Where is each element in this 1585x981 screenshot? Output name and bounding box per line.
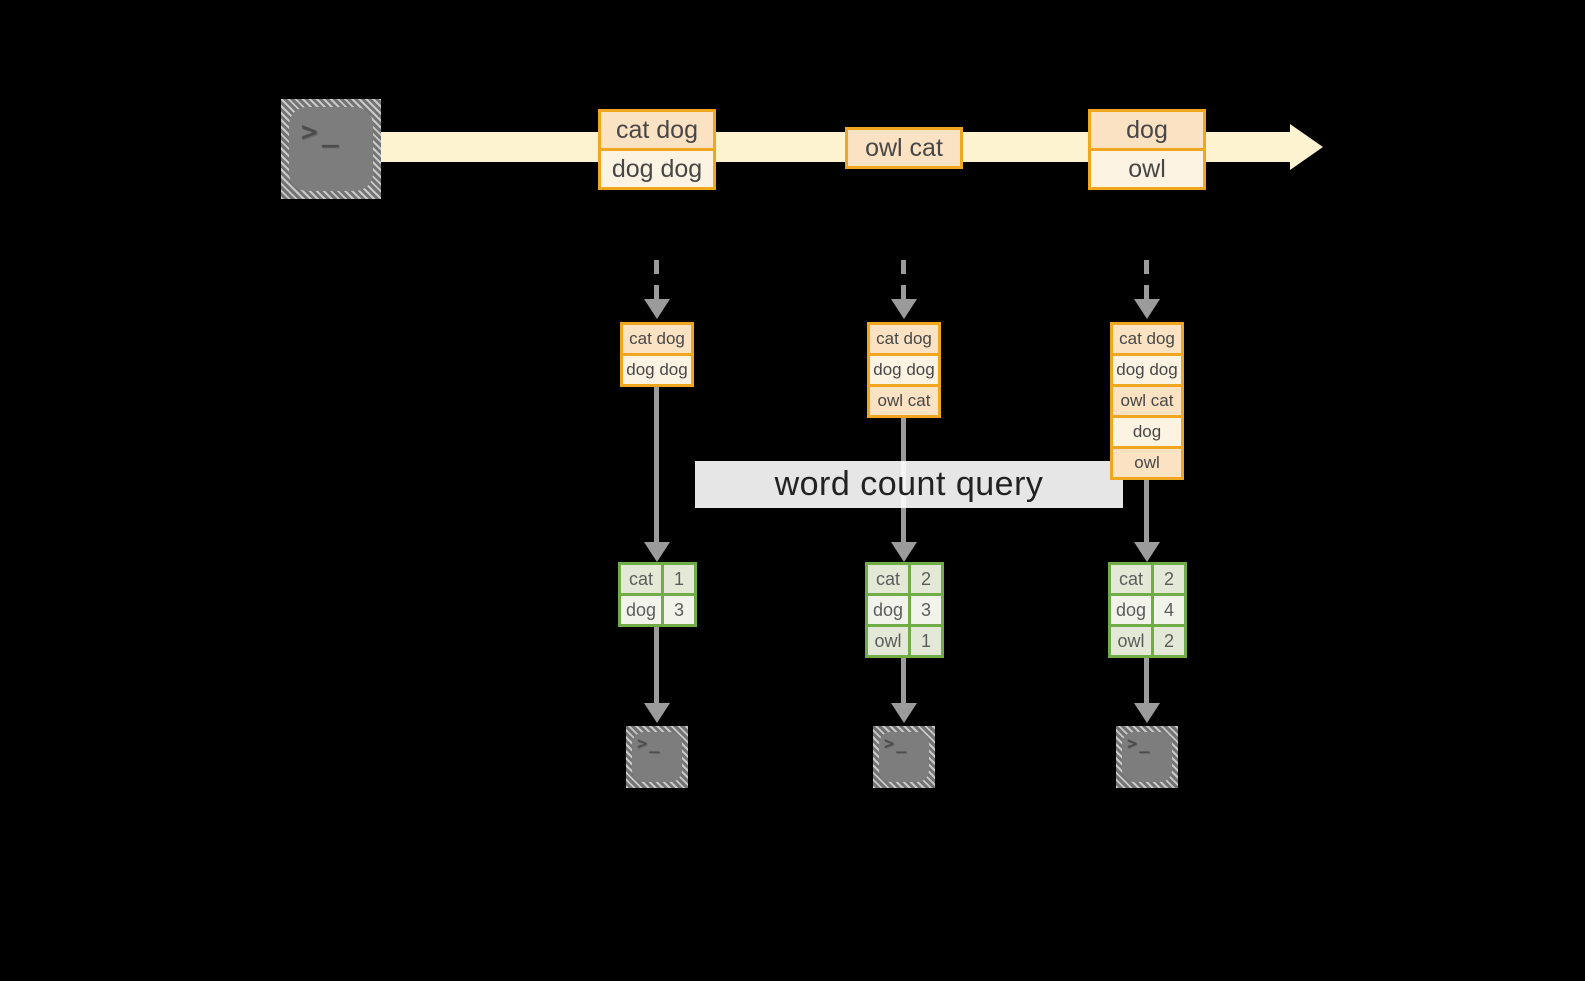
count-cell: 2	[1154, 627, 1184, 655]
dashed-arrow-line	[1144, 260, 1149, 300]
word-cell: dog	[868, 596, 908, 624]
word-cell: owl	[868, 627, 908, 655]
arrow-head-icon	[891, 703, 917, 723]
count-cell: 2	[1154, 565, 1184, 593]
event-line: dog	[1091, 112, 1203, 148]
stream-event-3: dog owl	[1088, 109, 1206, 190]
word-cell: owl	[1111, 627, 1151, 655]
buffer-stack-1: cat dog dog dog	[620, 322, 694, 387]
count-cell: 4	[1154, 596, 1184, 624]
query-banner: word count query	[695, 461, 1123, 508]
buffer-item: dog dog	[1113, 356, 1181, 384]
terminal-body	[879, 732, 929, 782]
event-line: owl cat	[848, 130, 960, 166]
prompt-icon: >_	[1127, 734, 1152, 754]
buffer-item: owl cat	[1113, 387, 1181, 415]
prompt-icon: >_	[637, 734, 662, 754]
word-cell: cat	[1111, 565, 1151, 593]
terminal-sink-2-icon: >_	[873, 726, 935, 788]
buffer-item: owl	[1113, 449, 1181, 477]
terminal-body	[1122, 732, 1172, 782]
terminal-sink-1-icon: >_	[626, 726, 688, 788]
event-line: dog dog	[601, 151, 713, 187]
stream-event-2: owl cat	[845, 127, 963, 169]
arrow-head-icon	[1134, 703, 1160, 723]
count-cell: 3	[911, 596, 941, 624]
word-cell: cat	[621, 565, 661, 593]
terminal-sink-3-icon: >_	[1116, 726, 1178, 788]
event-line: owl	[1091, 151, 1203, 187]
buffer-stack-2: cat dog dog dog owl cat	[867, 322, 941, 418]
prompt-icon: >_	[301, 115, 343, 148]
count-cell: 2	[911, 565, 941, 593]
arrow-head-icon	[644, 703, 670, 723]
count-cell: 1	[664, 565, 694, 593]
buffer-item: cat dog	[1113, 325, 1181, 353]
arrow-head-icon	[644, 542, 670, 562]
word-cell: dog	[621, 596, 661, 624]
dashed-arrow-line	[901, 260, 906, 300]
count-cell: 3	[664, 596, 694, 624]
dashed-arrow-line	[654, 260, 659, 300]
stream-arrow-head-icon	[1290, 124, 1323, 170]
buffer-stack-3: cat dog dog dog owl cat dog owl	[1110, 322, 1184, 480]
terminal-body	[289, 107, 373, 191]
buffer-item: dog	[1113, 418, 1181, 446]
word-cell: cat	[868, 565, 908, 593]
event-line: cat dog	[601, 112, 713, 148]
query-arrow-line	[1144, 480, 1149, 543]
output-arrow-line	[901, 658, 906, 704]
arrow-head-icon	[1134, 299, 1160, 319]
terminal-body	[632, 732, 682, 782]
buffer-item: dog dog	[623, 356, 691, 384]
prompt-icon: >_	[884, 734, 909, 754]
count-cell: 1	[911, 627, 941, 655]
count-table-2: cat 2 dog 3 owl 1	[865, 562, 944, 658]
stream-event-1: cat dog dog dog	[598, 109, 716, 190]
word-cell: dog	[1111, 596, 1151, 624]
arrow-head-icon	[1134, 542, 1160, 562]
count-table-1: cat 1 dog 3	[618, 562, 697, 627]
arrow-head-icon	[644, 299, 670, 319]
output-arrow-line	[654, 627, 659, 704]
buffer-item: dog dog	[870, 356, 938, 384]
query-arrow-line	[654, 387, 659, 543]
buffer-item: owl cat	[870, 387, 938, 415]
buffer-item: cat dog	[870, 325, 938, 353]
arrow-head-icon	[891, 299, 917, 319]
terminal-source-icon: >_	[281, 99, 381, 199]
output-arrow-line	[1144, 658, 1149, 704]
count-table-3: cat 2 dog 4 owl 2	[1108, 562, 1187, 658]
arrow-head-icon	[891, 542, 917, 562]
buffer-item: cat dog	[623, 325, 691, 353]
